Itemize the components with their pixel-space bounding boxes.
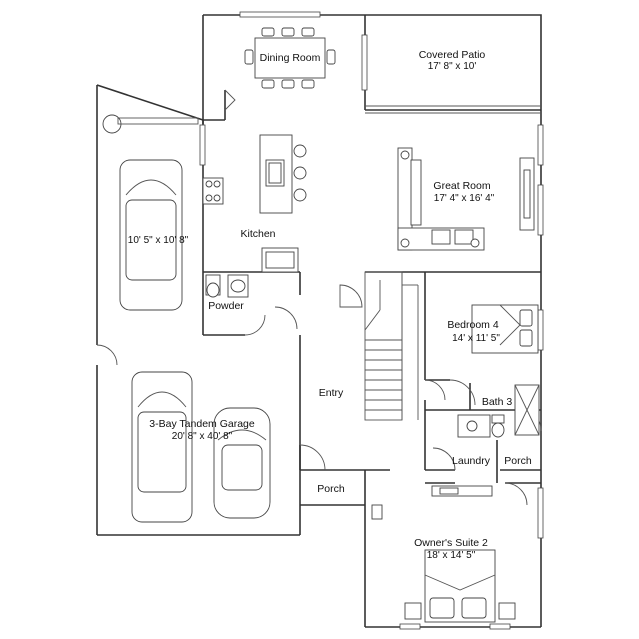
powder-fixtures [205, 274, 249, 298]
owners-suite-label: Owner's Suite 2 [414, 537, 488, 549]
bed-bedroom-4 [471, 304, 539, 354]
great-room-label: Great Room [433, 180, 490, 192]
bath-3-fixtures [457, 384, 540, 438]
entry-label: Entry [319, 387, 344, 399]
kitchen-sink-counter [261, 247, 299, 273]
staircase [364, 271, 419, 421]
garage-bay-dims: 10' 5" x 10' 8" [128, 235, 189, 246]
room-labels: Dining Room Covered Patio 17' 8" x 10' G… [128, 49, 532, 561]
owners-suite-dims: 18' x 14' 5" [427, 550, 476, 561]
covered-patio-dims: 17' 8" x 10' [428, 61, 477, 72]
dining-room-label: Dining Room [260, 52, 321, 64]
powder-label: Powder [208, 300, 244, 312]
covered-patio-label: Covered Patio [419, 49, 486, 61]
laundry-appliances [431, 485, 493, 497]
water-heater [102, 114, 199, 134]
car-2 [131, 371, 193, 523]
car-3 [213, 407, 271, 519]
bedroom-4-label: Bedroom 4 [447, 319, 499, 331]
garage-label: 3-Bay Tandem Garage [149, 418, 255, 430]
laundry-label: Laundry [452, 455, 491, 467]
kitchen-island [259, 134, 307, 214]
bed-owners-suite [371, 504, 516, 623]
garage-dims: 20' 8" x 40' 8" [172, 431, 233, 442]
patio-slider [365, 105, 541, 114]
tv-fireplace [519, 157, 535, 231]
range-cooktop [202, 177, 224, 205]
bath-3-label: Bath 3 [482, 396, 513, 408]
porch-right-label: Porch [504, 455, 532, 467]
bedroom-4-dims: 14' x 11' 5" [452, 333, 500, 344]
dining-table [244, 27, 336, 89]
walls [96, 14, 542, 628]
windows [199, 11, 544, 630]
kitchen-label: Kitchen [240, 228, 275, 240]
porch-front-label: Porch [317, 483, 345, 495]
great-room-dims: 17' 4" x 16' 4" [434, 193, 495, 204]
sectional-sofa [397, 147, 485, 251]
car-1 [119, 159, 183, 311]
